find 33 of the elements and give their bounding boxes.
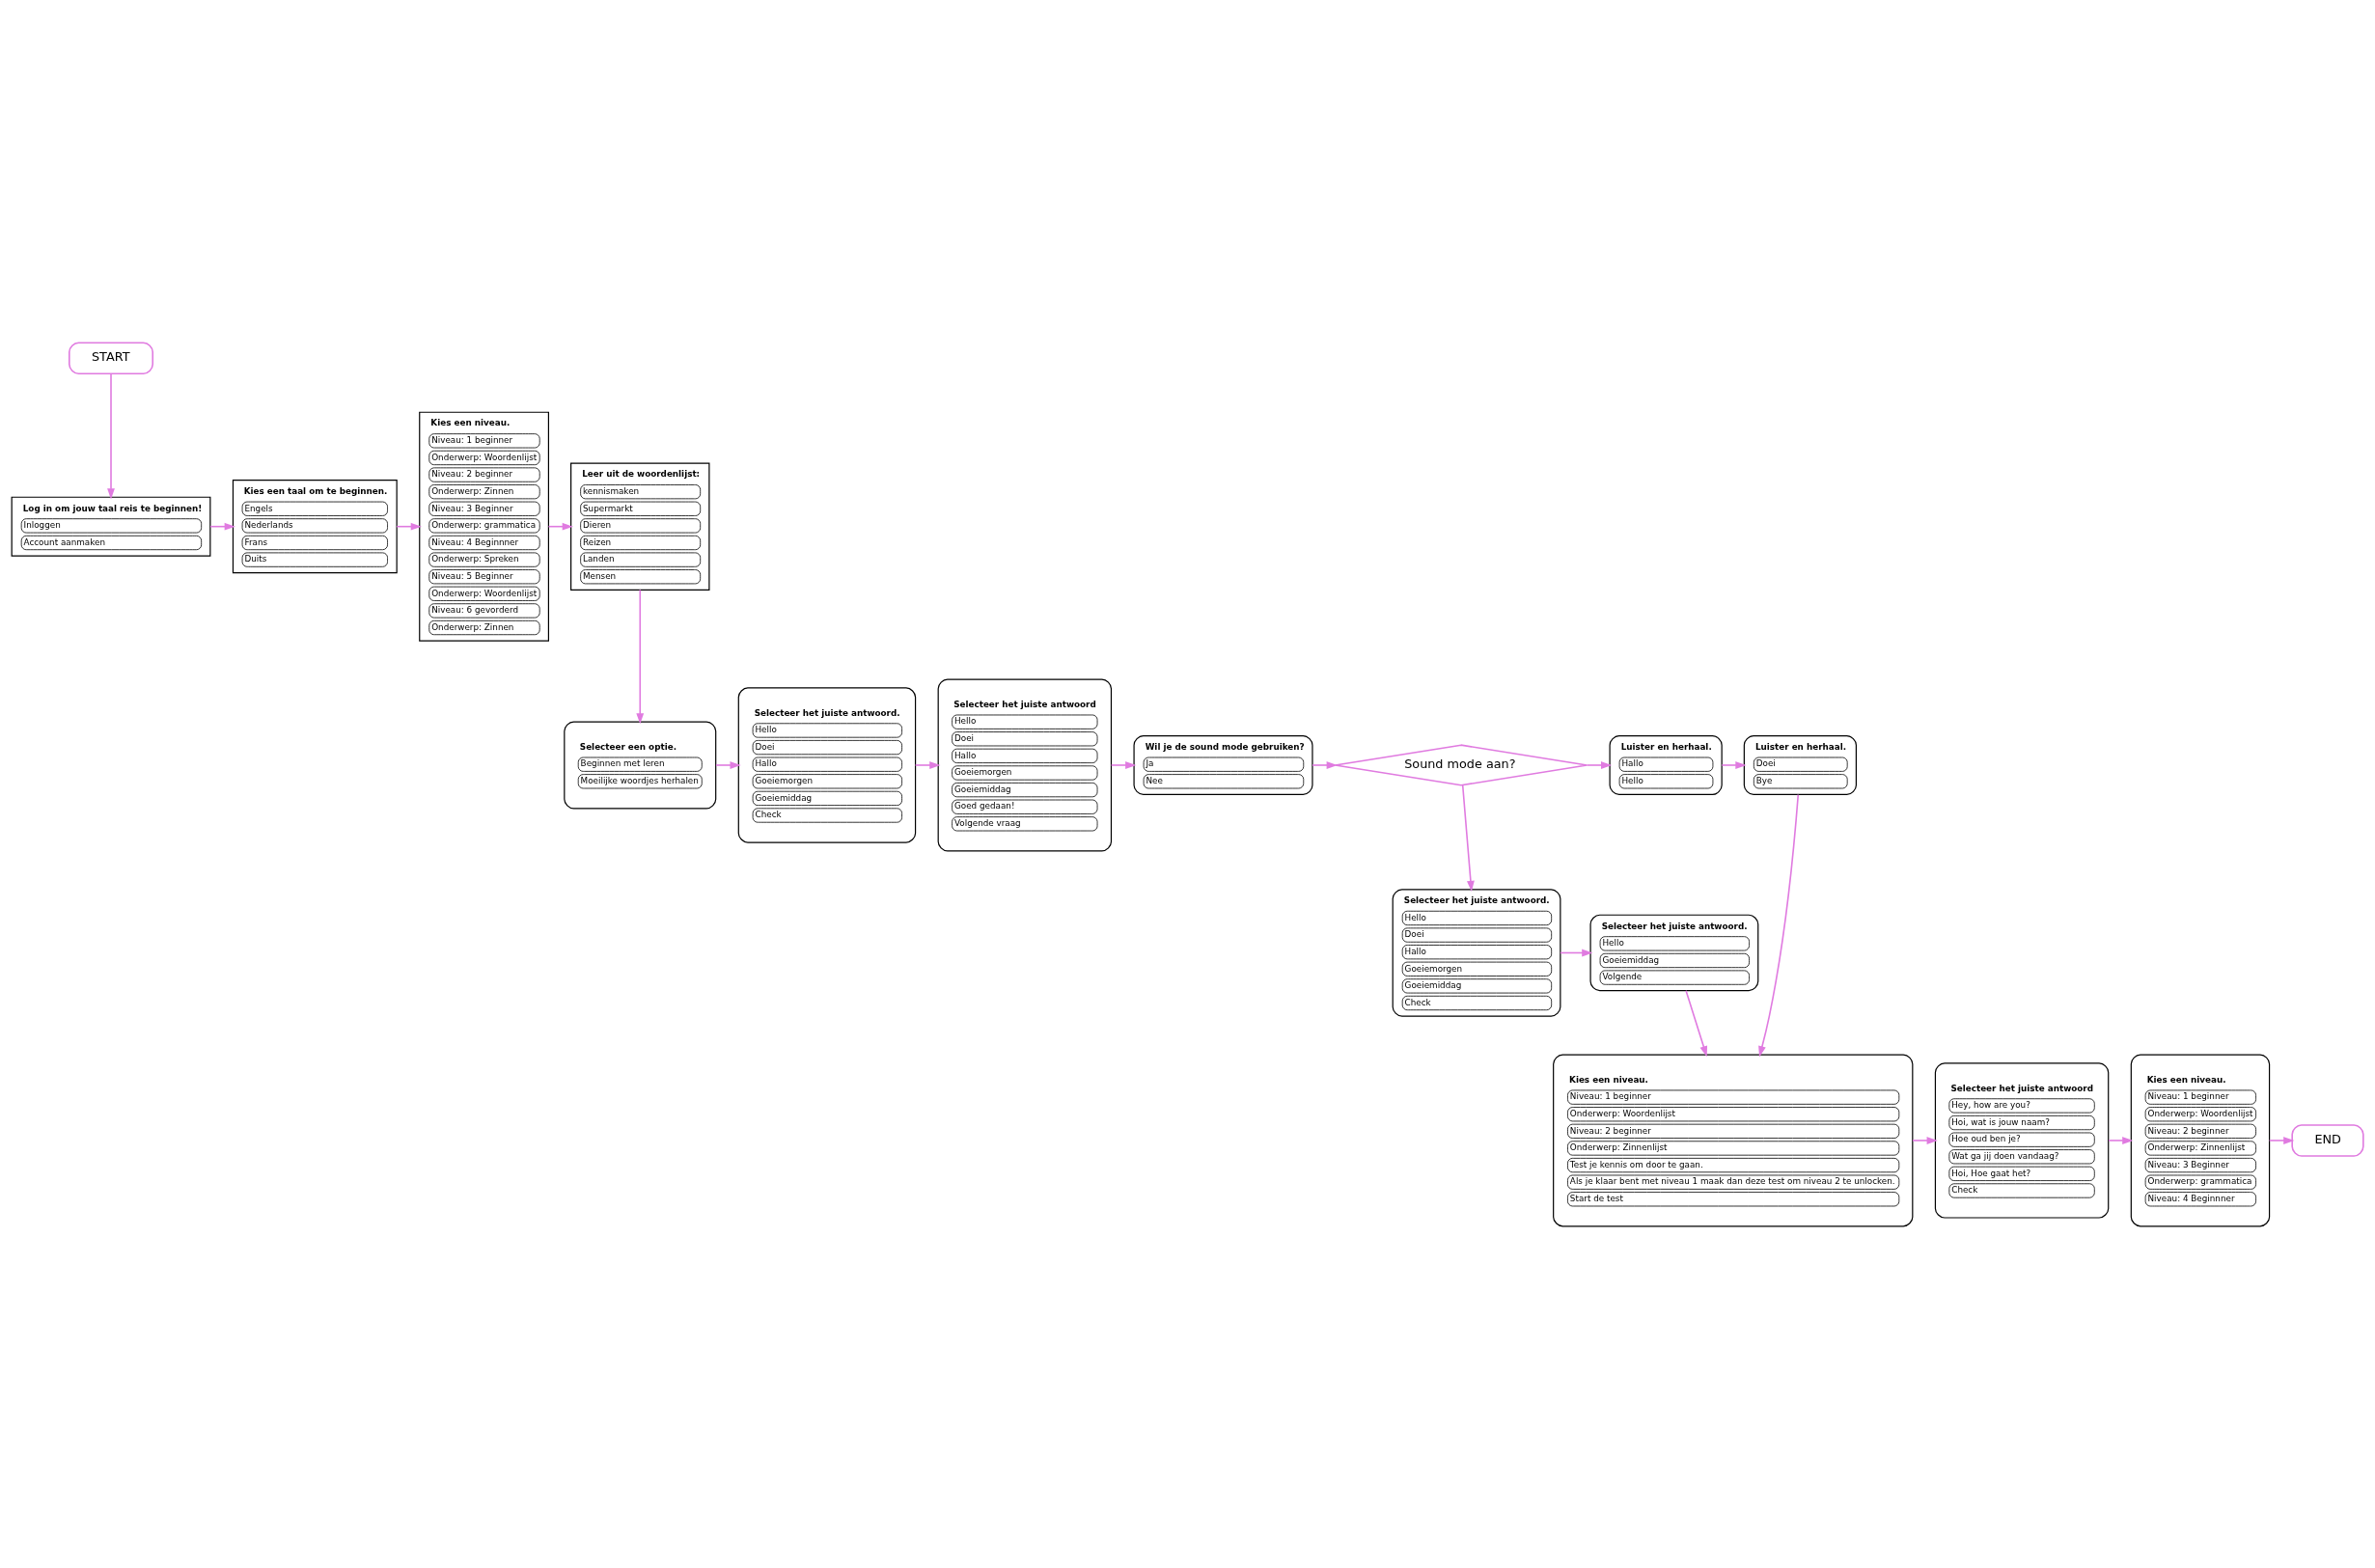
arrow bbox=[1461, 784, 1475, 892]
node-box: START bbox=[69, 341, 154, 374]
node-box: Leer uit de woordenlijst: kennismaken Supermarkt Dieren Reizen Landen Mensen bbox=[570, 461, 710, 591]
node-box: Selecteer het juiste antwoord. Hello Goeiemiddag Volgende bbox=[1589, 914, 1759, 991]
node-box: Wil je de sound mode gebruiken? Ja Nee bbox=[1133, 734, 1313, 795]
arrow bbox=[1312, 760, 1338, 769]
arrow bbox=[1110, 760, 1137, 769]
node-diamond: Sound mode aan? bbox=[1334, 743, 1588, 786]
arrow bbox=[1758, 793, 1800, 1057]
arrow bbox=[715, 760, 741, 769]
node-box: Selecteer het juiste antwoord Hey, how are you? Hoi, wat is jouw naam? Hoe oud ben je? Wat ga jij doen vandaag? Hoi, Hoe gaat het? Check bbox=[1934, 1061, 2110, 1219]
node-box: END bbox=[2291, 1123, 2364, 1157]
node-box: Selecteer het juiste antwoord. Hello Doei Hallo Goeiemorgen Goeiemiddag Check bbox=[737, 686, 917, 843]
arrow bbox=[914, 760, 941, 769]
node-box: Kies een niveau. Niveau: 1 beginner Onderwerp: Woordenlijst Niveau: 2 beginner Onderwerp: Zinnenlijst Test je kennis om door te gaan. Als je klaar bent met niveau 1 maak dan deze test om niveau 2 te unlocken. Start de test bbox=[1553, 1054, 1914, 1226]
node-box: Kies een niveau. Niveau: 1 beginner Onderwerp: Woordenlijst Niveau: 2 beginner Onderwerp: Zinnen Niveau: 3 Beginner Onderwerp: grammatica Niveau: 4 Beginnner Onderwerp: Spreken Niveau: 5 Beginner Onderwerp: Woordenlijst Niveau: 6 gevorderd Onderwerp: Zinnen bbox=[419, 411, 549, 642]
node-box: Log in om jouw taal reis te beginnen! Inloggen Account aanmaken bbox=[11, 496, 211, 557]
node-box: Selecteer het juiste antwoord. Hello Doei Hallo Goeiemorgen Goeiemiddag Check bbox=[1392, 888, 1561, 1017]
arrow bbox=[2268, 1136, 2295, 1144]
arrow bbox=[636, 589, 645, 724]
arrow bbox=[2108, 1136, 2134, 1144]
node-box: Selecteer een optie. Beginnen met leren Moeilijke woordjes herhalen bbox=[564, 721, 717, 809]
arrow bbox=[107, 372, 115, 499]
node-box: Luister en herhaal. Doei Bye bbox=[1743, 734, 1857, 795]
arrow bbox=[1721, 760, 1747, 769]
node-box: Selecteer het juiste antwoord Hello Doei Hallo Goeiemorgen Goeiemiddag Goed gedaan! Volgende vraag bbox=[937, 678, 1113, 851]
arrow bbox=[1912, 1136, 1938, 1144]
node-box: Luister en herhaal. Hallo Hello bbox=[1609, 734, 1723, 795]
arrow bbox=[1560, 949, 1593, 956]
arrow bbox=[1586, 760, 1613, 769]
arrow bbox=[1685, 989, 1708, 1057]
node-box: Kies een niveau. Niveau: 1 beginner Onderwerp: Woordenlijst Niveau: 2 beginner Onderwerp: Zinnenlijst Niveau: 3 Beginner Onderwerp: grammatica Niveau: 4 Beginnner bbox=[2130, 1054, 2271, 1226]
node-box: Kies een taal om te beginnen. Engels Nederlands Frans Duits bbox=[232, 479, 398, 573]
